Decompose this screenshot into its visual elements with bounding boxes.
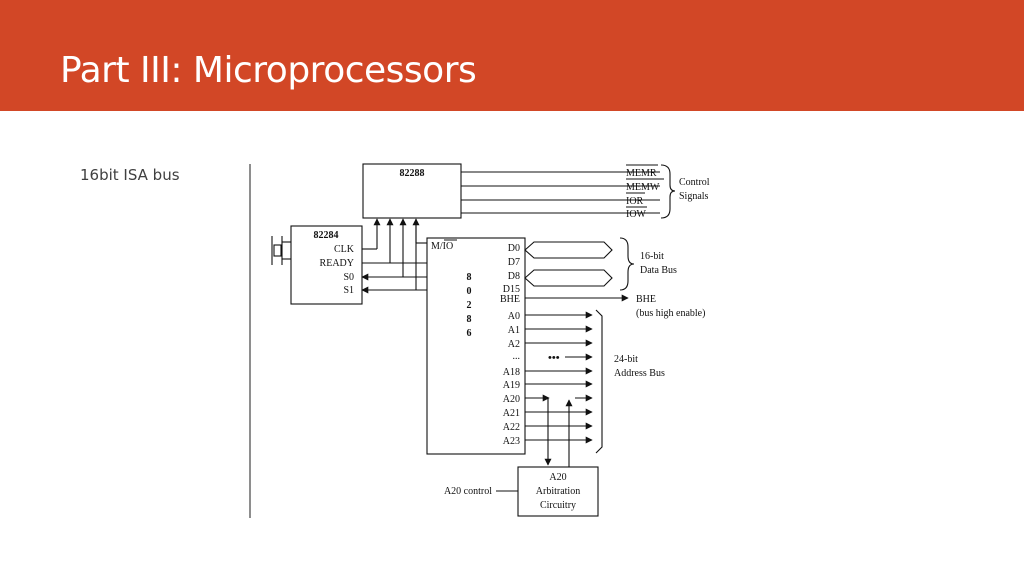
pin-s1: S1 (343, 285, 354, 296)
cpu-label: 8 0 2 8 6 (467, 272, 472, 339)
pin-a2: A2 (508, 339, 520, 350)
pin-a1: A1 (508, 325, 520, 336)
title-bar (0, 0, 1024, 111)
pin-clk: CLK (334, 244, 355, 255)
pin-ellipsis: ... (513, 351, 521, 362)
signal-ior: IOR (626, 196, 644, 207)
cpu-digit: 0 (467, 286, 472, 297)
address-dots: ••• (548, 352, 560, 364)
address-group-line1: 24-bit (614, 354, 638, 365)
pin-d7: D7 (508, 257, 520, 268)
cpu-digit: 8 (467, 314, 472, 325)
pin-s0: S0 (343, 272, 354, 283)
signal-iow: IOW (626, 209, 647, 220)
chip-82284-label: 82284 (314, 230, 339, 241)
cpu-80286-box (426, 237, 526, 455)
pin-ready: READY (320, 258, 354, 269)
arbitration-line1: A20 (549, 472, 566, 483)
address-group-line2: Address Bus (614, 368, 665, 379)
chip-82284-box (290, 225, 363, 305)
cpu-digit: 2 (467, 300, 472, 311)
data-group-line1: 16-bit (640, 251, 664, 262)
pin-d0: D0 (508, 243, 520, 254)
pin-d15: D15 (503, 284, 520, 295)
arbitration-line3: Circuitry (540, 500, 576, 511)
control-group-line1: Control (679, 177, 710, 188)
cpu-digit: 8 (467, 272, 472, 283)
bhe-label-line2: (bus high enable) (636, 308, 705, 319)
signal-memw: MEMW (626, 182, 660, 193)
pin-a22: A22 (503, 422, 520, 433)
arbitration-line2: Arbitration (536, 486, 580, 497)
a20-control-label: A20 control (444, 486, 492, 497)
chip-82288-label: 82288 (400, 168, 425, 179)
pin-a18: A18 (503, 367, 520, 378)
pin-a20: A20 (503, 394, 520, 405)
slide-title: Part III: Microprocessors (60, 50, 477, 91)
pin-a23: A23 (503, 436, 520, 447)
pin-mio: M/IO (431, 241, 453, 252)
control-group-line2: Signals (679, 191, 709, 202)
bhe-label-line1: BHE (636, 294, 656, 305)
pin-a0: A0 (508, 311, 520, 322)
pin-a21: A21 (503, 408, 520, 419)
pin-a19: A19 (503, 380, 520, 391)
cpu-digit: 6 (467, 328, 472, 339)
crystal-icon (271, 236, 291, 265)
signal-memr: MEMR (626, 168, 657, 179)
pin-bhe: BHE (500, 294, 520, 305)
pin-d8: D8 (508, 271, 520, 282)
data-group-line2: Data Bus (640, 265, 677, 276)
slide-subtitle: 16bit ISA bus (80, 166, 180, 184)
chip-82288-box (362, 163, 462, 219)
